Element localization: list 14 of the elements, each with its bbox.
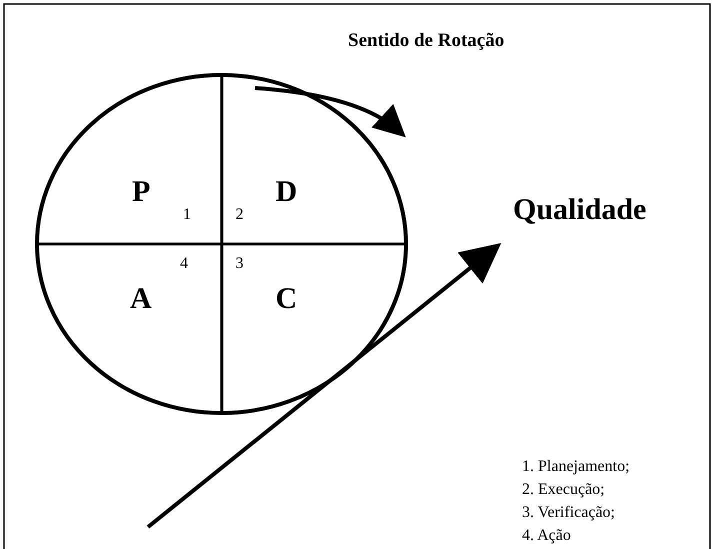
step-number: 3 [236, 256, 244, 272]
legend-item: 3. Verificação; [522, 504, 615, 522]
legend-item: 1. Planejamento; [522, 458, 630, 476]
phase-letter: P [132, 177, 150, 207]
quality-label: Qualidade [513, 194, 646, 226]
legend-item: 2. Execução; [522, 481, 605, 499]
legend-item: 4. Ação [522, 527, 571, 545]
rotation-caption: Sentido de Rotação [348, 30, 504, 51]
step-number: 1 [183, 207, 191, 223]
phase-letter: A [130, 284, 152, 314]
phase-letter: D [276, 177, 298, 207]
step-number: 2 [236, 207, 244, 223]
phase-letter: C [276, 284, 298, 314]
step-number: 4 [180, 256, 188, 272]
